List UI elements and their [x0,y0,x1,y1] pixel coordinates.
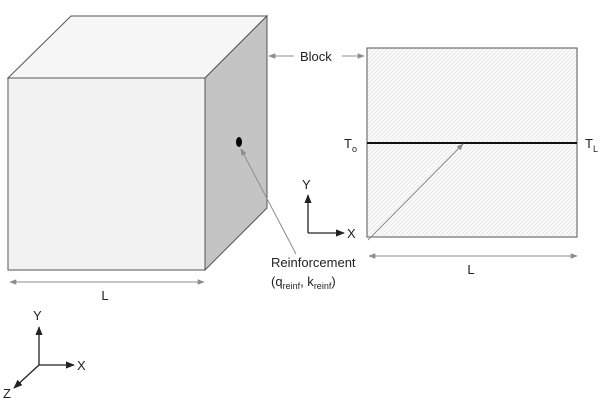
reinforcement-arrow-section [367,143,464,241]
main-axes: Y X Z [3,308,86,401]
section-y-label: Y [302,177,311,192]
temp-left-label: To [344,136,357,154]
main-x-label: X [77,358,86,373]
main-z-axis [13,364,40,389]
main-z-label: Z [3,386,11,401]
section-axes: Y X [302,177,356,241]
length-label-left: L [101,288,108,303]
reinforcement-rod-end [236,137,242,147]
section-x-label: X [347,226,356,241]
cube-front-face [7,77,206,271]
block-label: Block [300,49,332,64]
reinforcement-arrow-cube [240,148,297,255]
main-y-label: Y [33,308,42,323]
reinforcement-label: Reinforcement [271,255,356,270]
length-label-right: L [467,262,474,277]
cube [6,14,269,272]
reinforcement-properties: (qreinf, kreinf) [271,274,336,291]
temp-right-label: TL [585,136,598,154]
